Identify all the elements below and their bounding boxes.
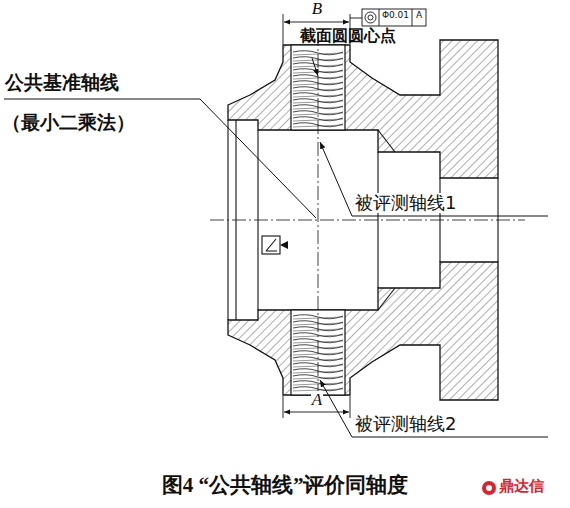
- callout-label: 截面圆圆心点: [300, 27, 396, 45]
- callout-label: 被评测轴线2: [354, 414, 457, 434]
- dimension-label: A: [311, 391, 323, 410]
- centerlines: [210, 32, 525, 408]
- callout-label: 公共基准轴线: [5, 72, 119, 93]
- symbol-box: [262, 236, 288, 254]
- figure-caption: 图4 “公共轴线”评价同轴度: [162, 474, 409, 497]
- callout-label: 被评测轴线1: [354, 193, 457, 213]
- watermark: 鼎达信: [499, 478, 544, 495]
- upper-wall: [228, 40, 498, 178]
- tolerance-value: A: [416, 11, 422, 21]
- dimension-label: B: [311, 0, 323, 19]
- watermark-logo: [482, 481, 496, 495]
- tolerance-value: Φ0.01: [382, 11, 409, 21]
- callout-label: （最小二乘法）: [2, 112, 135, 133]
- lower-wall: [228, 262, 498, 400]
- feature-control-frame: [362, 9, 426, 26]
